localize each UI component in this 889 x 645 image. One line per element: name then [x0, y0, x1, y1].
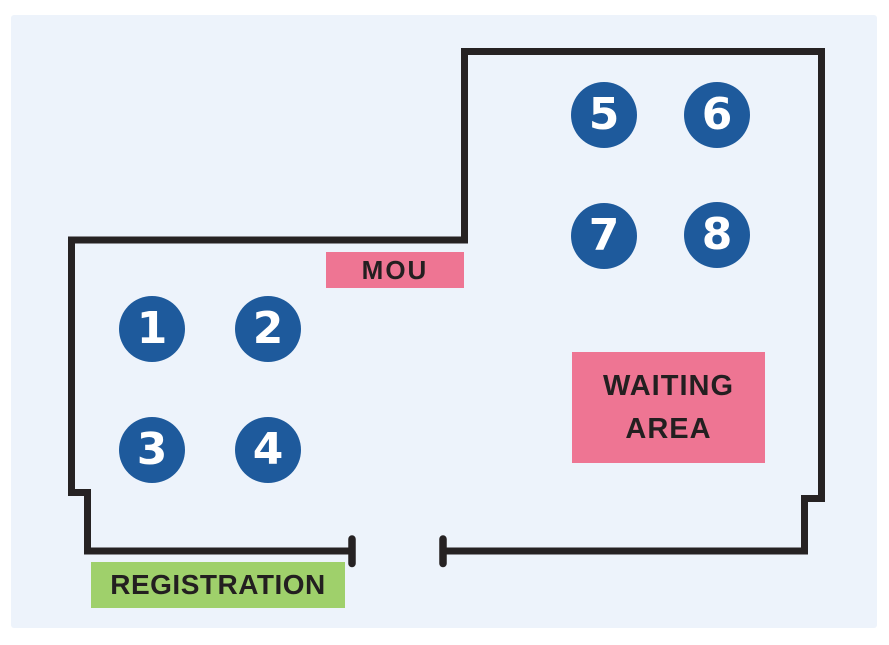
seat-5-number: 5 [588, 89, 620, 140]
seat-8-number: 8 [701, 209, 733, 260]
seat-1: 1 [119, 296, 185, 362]
seat-6: 6 [684, 82, 750, 148]
seat-7-number: 7 [588, 210, 620, 261]
registration-label: REGISTRATION [91, 562, 345, 608]
seat-5: 5 [571, 82, 637, 148]
seat-4: 4 [235, 417, 301, 483]
seat-4-number: 4 [252, 424, 284, 475]
waiting-area-line2: AREA [625, 412, 712, 445]
seat-1-number: 1 [136, 303, 168, 354]
seat-3-number: 3 [136, 424, 168, 475]
seat-3: 3 [119, 417, 185, 483]
seat-7: 7 [571, 203, 637, 269]
seat-6-number: 6 [701, 89, 733, 140]
seat-2: 2 [235, 296, 301, 362]
registration-label-text: REGISTRATION [110, 569, 326, 600]
waiting-area-line1: WAITING [602, 370, 735, 403]
seat-2-number: 2 [252, 303, 284, 354]
waiting-area-label: WAITING AREA [572, 352, 765, 463]
mou-label: MOU [326, 252, 464, 288]
mou-label-text: MOU [361, 254, 429, 285]
seat-8: 8 [684, 202, 750, 268]
